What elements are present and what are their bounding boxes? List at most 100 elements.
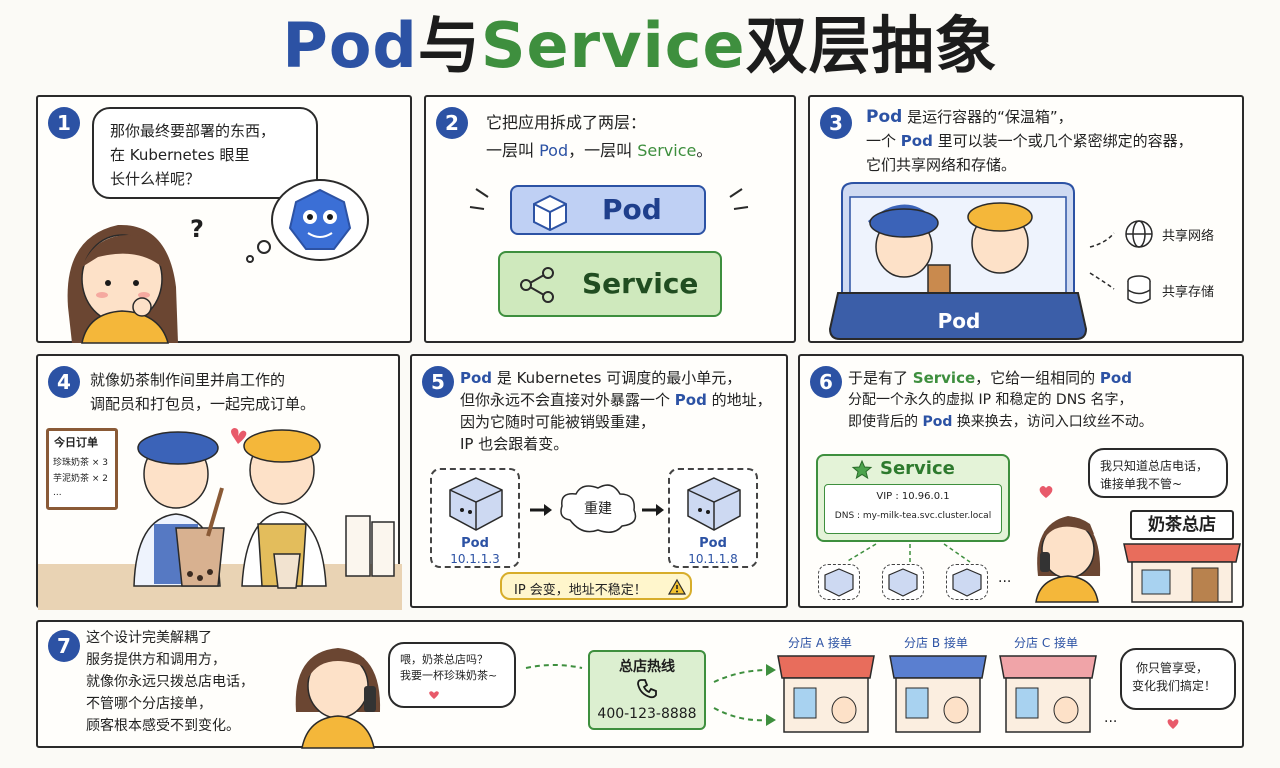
panel2-l2-pod: Pod [539, 141, 569, 160]
service-to-pods-arrows [845, 543, 971, 563]
ip-warning-badge: IP 会变，地址不稳定！ [500, 572, 692, 600]
milk-tea-shop-illustration [1123, 543, 1241, 603]
panel2-l2-svc: Service [637, 141, 697, 160]
panel6-l1-svc: Service [912, 369, 976, 387]
shared-storage-label: 共享存储 [1162, 285, 1215, 300]
panel5-l2-a: 但你永远不会直接对外暴露一个 [460, 391, 675, 409]
bubble-line-1: 那你最终要部署的东西， [110, 122, 276, 140]
service-card-inner: VIP : 10.96.0.1 DNS : my-milk-tea.svc.cl… [824, 484, 1002, 534]
panel6-l1-b: ，它给一组相同的 [975, 369, 1100, 387]
panel5-line-2: 但你永远不会直接对外暴露一个 Pod 的地址， [460, 388, 772, 412]
panel5-line-4: IP 也会跟着变。 [460, 435, 569, 453]
panel-6: 6 于是有了 Service，它给一组相同的 Pod 分配一个永久的虚拟 IP … [798, 354, 1244, 608]
pod-old-ip: 10.1.1.3 [450, 552, 500, 566]
panel7-line-5: 顾客根本感受不到变化。 [86, 718, 240, 734]
panel6-l1-pod: Pod [1099, 369, 1132, 387]
reassure-line-2: 变化我们搞定！ [1132, 679, 1217, 693]
panel-5: 5 Pod 是 Kubernetes 可调度的最小单元， 但你永远不会直接对外暴… [410, 354, 788, 608]
pod-warm-box-illustration [828, 182, 1115, 340]
service-card-title: Service [880, 458, 955, 479]
reassure-bubble: 你只管享受， 变化我们搞定！ [1120, 648, 1236, 710]
panel-1: 1 那你最终要部署的东西， 在 Kubernetes 眼里 长什么样呢？ ? [36, 95, 412, 344]
panel-3: 3 Pod 是运行容器的“保温箱”， 一个 Pod 里可以装一个或几个紧密绑定的… [808, 95, 1244, 343]
rebuild-label: 重建 [584, 501, 612, 517]
service-card: Service VIP : 10.96.0.1 DNS : my-milk-te… [816, 454, 1010, 542]
step-number-2: 2 [436, 107, 468, 139]
panel3-l1-pod: Pod [866, 107, 903, 127]
panel4-line-2: 调配员和打包员，一起完成订单。 [90, 395, 316, 413]
pod-new: Pod 10.1.1.8 [668, 468, 758, 568]
panel7-line-4: 不管哪个分店接单， [86, 696, 212, 712]
caller-bubble-line-1: 我只知道总店电话， [1100, 459, 1209, 473]
dashed-arrow-to-hotline [525, 664, 583, 669]
panel-2: 2 它把应用拆成了两层： 一层叫 Pod，一层叫 Service。 Pod Se… [424, 95, 796, 343]
panel7-line-3: 就像你永远只拨总店电话， [86, 674, 254, 690]
phone-girl-illustration [295, 648, 381, 749]
panel6-l3-a: 即使背后的 [848, 414, 923, 430]
panel6-l1-a: 于是有了 [848, 369, 913, 387]
panel2-line-2: 一层叫 Pod，一层叫 Service。 [486, 139, 712, 163]
arrow-icon-2 [642, 504, 664, 516]
star-icon [851, 459, 873, 480]
pods-ellipsis: ... [998, 570, 1012, 586]
service-vip: VIP : 10.96.0.1 [876, 491, 950, 502]
panel2-l2-b: ，一层叫 [568, 141, 638, 160]
panel3-l2-a: 一个 [866, 132, 901, 150]
warning-icon [667, 578, 687, 595]
bubble-line-2: 在 Kubernetes 眼里 [110, 146, 250, 164]
call-bubble-line-2: 我要一杯珍珠奶茶~ [400, 669, 498, 682]
thought-bubble [246, 179, 369, 263]
call-bubble-line-1: 喂，奶茶总店吗？ [400, 653, 488, 666]
panel6-l3-b: 换来换去，访问入口纹丝不动。 [952, 414, 1153, 430]
branch-a-label: 分店 A 接单 [788, 636, 852, 650]
branch-shops-illustration [777, 655, 1097, 733]
order-board-line-2: 芋泥奶茶 × 2 [53, 474, 108, 484]
panel2-l2-a: 一层叫 [486, 141, 540, 160]
service-layer-label: Service [582, 267, 699, 300]
milk-tea-workers-illustration [38, 428, 402, 610]
pod-replica-cubes [824, 568, 982, 597]
step-number-5: 5 [422, 366, 454, 398]
panel5-line-1: Pod 是 Kubernetes 可调度的最小单元， [460, 366, 741, 390]
panel6-line-1: 于是有了 Service，它给一组相同的 Pod [848, 366, 1132, 390]
caller-bubble-line-2: 谁接单我不管~ [1100, 477, 1183, 491]
database-icon [1127, 275, 1151, 304]
step-number-3: 3 [820, 107, 852, 139]
cube-icon [533, 194, 567, 232]
panel5-line-3: 因为它随时可能被销毁重建， [460, 413, 656, 431]
title-pod: Pod [282, 9, 418, 82]
title-rest: 双层抽象 [745, 9, 998, 82]
step-number-7: 7 [48, 630, 80, 662]
panel3-l2-b: 里可以装一个或几个紧密绑定的容器， [932, 132, 1193, 150]
pod-layer-box: Pod [510, 185, 706, 235]
panel3-line-3: 它们共享网络和存储。 [866, 156, 1017, 174]
panel5-l1-rest: 是 Kubernetes 可调度的最小单元， [492, 369, 742, 387]
caller-bubble: 我只知道总店电话， 谁接单我不管~ [1088, 448, 1228, 498]
ip-warning-text: IP 会变，地址不稳定！ [514, 583, 647, 598]
order-board-line-3: ... [53, 488, 62, 498]
pod-layer-label: Pod [602, 193, 662, 226]
pod-cube-icon-2 [687, 477, 741, 531]
heart-icon [429, 691, 439, 699]
step-number-1: 1 [48, 107, 80, 139]
panel-4: 4 就像奶茶制作间里并肩工作的 调配员和打包员，一起完成订单。 今日订单 珍珠奶… [36, 354, 402, 610]
pod-cube-icon [449, 477, 503, 531]
panel3-l2-pod: Pod [900, 132, 933, 150]
panel5-l2-b: 的地址， [706, 391, 772, 409]
panel6-line-2: 分配一个永久的虚拟 IP 和稳定的 DNS 名字， [848, 392, 1133, 408]
rebuild-cloud [560, 484, 637, 533]
panel7-line-1: 这个设计完美解耦了 [86, 630, 212, 646]
page-title: Pod与Service双层抽象 [0, 6, 1280, 86]
pod-old-name: Pod [461, 536, 489, 551]
arrow-icon [530, 504, 552, 516]
panel-7: 7 这个设计完美解耦了 服务提供方和调用方， 就像你永远只拨总店电话， 不管哪个… [36, 620, 1244, 749]
reassure-line-1: 你只管享受， [1136, 661, 1209, 675]
hotline-number: 400-123-8888 [597, 706, 697, 722]
panel6-line-3: 即使背后的 Pod 换来换去，访问入口纹丝不动。 [848, 410, 1153, 434]
title-and: 与 [417, 9, 481, 82]
bubble-line-3: 长什么样呢？ [110, 170, 201, 188]
shared-network-label: 共享网络 [1162, 229, 1215, 244]
branches-ellipsis: ... [1104, 710, 1118, 726]
call-bubble: 喂，奶茶总店吗？ 我要一杯珍珠奶茶~ [388, 642, 516, 708]
sparkle-lines [469, 188, 749, 210]
